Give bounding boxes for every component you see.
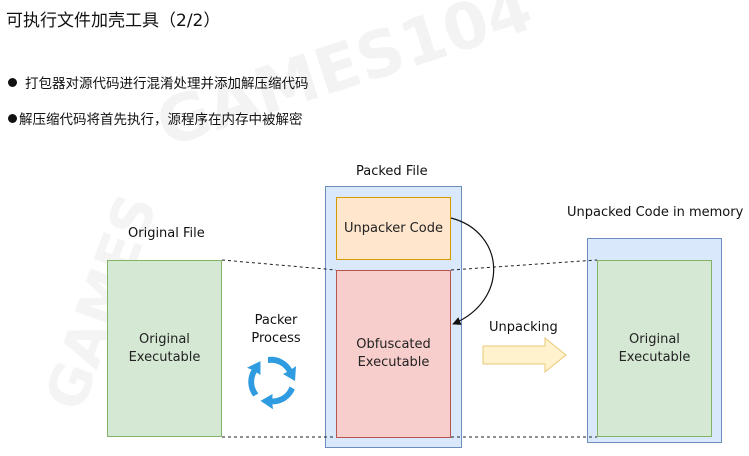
packed-file-label: Packed File: [356, 164, 428, 179]
unpacker-jump-arrow: [450, 217, 495, 325]
original-executable-box: Original Executable: [107, 260, 222, 437]
original-file-label: Original File: [128, 226, 205, 241]
original-executable-line1: Original: [139, 331, 190, 347]
unpacked-executable-box: Original Executable: [597, 260, 712, 437]
packer-process-line2: Process: [251, 331, 301, 346]
dashed-guide-top-left: [221, 259, 337, 271]
obfuscated-line2: Executable: [357, 355, 430, 370]
unpacked-exec-line1: Original: [629, 331, 680, 347]
bullet-dot-icon: [8, 114, 17, 123]
unpacked-exec-line2: Executable: [618, 349, 691, 365]
original-executable-line2: Executable: [128, 349, 201, 365]
bullet-text: 解压缩代码将首先执行，源程序在内存中被解密: [19, 112, 303, 128]
unpacked-memory-label: Unpacked Code in memory: [567, 205, 744, 220]
packer-process-line1: Packer: [254, 313, 298, 328]
slide-title: 可执行文件加壳工具（2/2）: [6, 11, 221, 31]
obfuscated-line1: Obfuscated: [356, 337, 431, 352]
packer-process-label: Packer Process: [246, 312, 306, 348]
bullet-item-2: 解压缩代码将首先执行，源程序在内存中被解密: [8, 108, 303, 128]
unpacking-label: Unpacking: [489, 320, 558, 335]
unpacking-arrow-icon: [482, 336, 567, 374]
packer-cycle-icon: [247, 356, 296, 410]
dashed-guide-top-right: [450, 259, 598, 271]
bullet-item-1: 打包器对源代码进行混淆处理并添加解压缩代码: [8, 72, 309, 92]
obfuscated-executable-box: Obfuscated Executable: [336, 270, 451, 438]
unpacker-code-label: Unpacker Code: [344, 220, 443, 236]
bullet-dot-icon: [8, 78, 17, 87]
unpacker-code-box: Unpacker Code: [336, 197, 451, 260]
bullet-text: 打包器对源代码进行混淆处理并添加解压缩代码: [25, 76, 309, 92]
